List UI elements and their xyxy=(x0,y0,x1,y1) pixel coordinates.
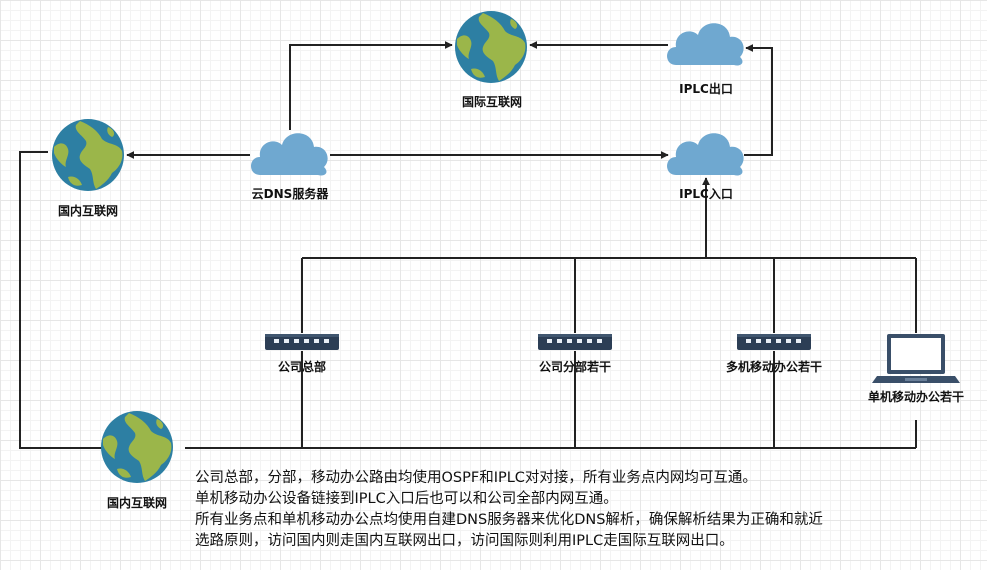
label-branches: 公司分部若干 xyxy=(538,360,612,374)
connection-lines xyxy=(19,41,917,452)
link-domestic-top-to-bottom xyxy=(19,151,171,452)
label-iplc-out: IPLC出口 xyxy=(679,82,733,96)
globe-icon xyxy=(455,11,527,83)
label-intl-internet: 国际互联网 xyxy=(461,95,523,109)
switch-icon xyxy=(538,334,612,350)
label-hq: 公司总部 xyxy=(277,360,327,374)
label-domestic-internet-bottom: 国内互联网 xyxy=(106,496,168,510)
globe-icon xyxy=(101,411,173,483)
laptop-icon xyxy=(872,334,960,383)
description-line: 选路原则，访问国内则走国内互联网出口，访问国际则利用IPLC走国际互联网出口。 xyxy=(195,533,734,549)
globe-icon xyxy=(52,119,124,191)
label-cloud-dns: 云DNS服务器 xyxy=(251,187,329,201)
label-domestic-internet-top: 国内互联网 xyxy=(57,204,119,218)
cloud-icon xyxy=(667,23,744,66)
cloud-icon xyxy=(667,133,744,176)
link-iplc-in-to-out xyxy=(744,44,773,156)
switch-icon xyxy=(265,334,339,350)
description-text: 公司总部，分部，移动办公路由均使用OSPF和IPLC对对接，所有业务点内网均可互… xyxy=(195,468,985,552)
description-line: 公司总部，分部，移动办公路由均使用OSPF和IPLC对对接，所有业务点内网均可互… xyxy=(195,470,757,486)
description-line: 所有业务点和单机移动办公点均使用自建DNS服务器来优化DNS解析，确保解析结果为… xyxy=(195,512,823,528)
description-line: 单机移动办公设备链接到IPLC入口后也可以和公司全部内网互通。 xyxy=(195,491,618,507)
cloud-icon xyxy=(251,133,328,176)
link-dns-to-intl xyxy=(289,41,453,130)
label-mobile-single: 单机移动办公若干 xyxy=(867,390,965,404)
label-iplc-in: IPLC入口 xyxy=(679,187,733,201)
switch-icon xyxy=(737,334,811,350)
label-mobile-multi: 多机移动办公若干 xyxy=(725,360,823,374)
